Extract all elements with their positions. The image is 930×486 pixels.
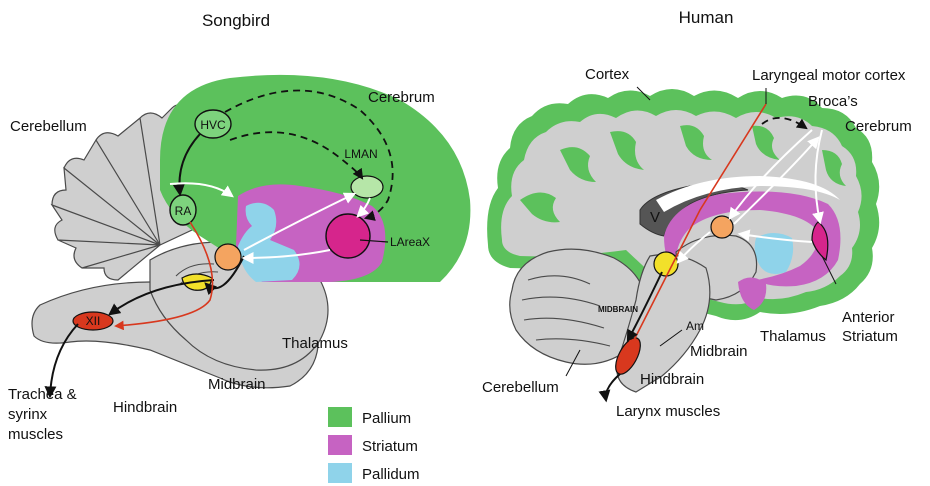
human-ventricle-label: V	[650, 209, 660, 226]
legend-swatch-pallidum	[328, 463, 352, 483]
songbird-hindbrain-label: Hindbrain	[113, 399, 177, 416]
human-cerebrum-label: Cerebrum	[845, 118, 912, 135]
songbird-lareax-label: LAreaX	[390, 235, 430, 249]
songbird-cerebrum-label: Cerebrum	[368, 89, 435, 106]
legend-item-striatum: Striatum	[328, 435, 418, 455]
human-larynx-muscles-label: Larynx muscles	[616, 403, 720, 420]
human-lmc-label: Laryngeal motor cortex	[752, 67, 906, 84]
human-cortex-label: Cortex	[585, 66, 630, 83]
legend-item-pallidum: Pallidum	[328, 463, 420, 483]
songbird-ra-label: RA	[175, 204, 192, 218]
legend-swatch-striatum	[328, 435, 352, 455]
songbird-hvc-label: HVC	[200, 118, 226, 132]
legend: Pallium Striatum Pallidum	[328, 407, 420, 483]
legend-label-pallium: Pallium	[362, 410, 411, 427]
human-anterior-striatum-label-line2: Striatum	[842, 328, 898, 345]
songbird-lareax-nucleus	[326, 214, 370, 258]
songbird-thalamic-nucleus	[215, 244, 241, 270]
human-midbrain-inner-label: MIDBRAIN	[598, 305, 638, 314]
songbird-lman-nucleus	[351, 176, 383, 198]
songbird-cerebellum-label: Cerebellum	[10, 118, 87, 135]
human-midbrain-label: Midbrain	[690, 343, 748, 360]
human-midbrain-nucleus	[654, 252, 678, 276]
songbird-panel: HVC RA LMAN LAreaX XII Songbird Cerebrum…	[8, 11, 470, 443]
songbird-thalamus-label: Thalamus	[282, 335, 348, 352]
human-hindbrain-label: Hindbrain	[640, 371, 704, 388]
human-am-label: Am	[686, 319, 704, 333]
legend-label-pallidum: Pallidum	[362, 466, 420, 483]
legend-item-pallium: Pallium	[328, 407, 411, 427]
human-cerebellum-label: Cerebellum	[482, 379, 559, 396]
songbird-title: Songbird	[202, 11, 270, 30]
human-brocas-label: Broca’s	[808, 93, 858, 110]
songbird-output-label-line2: syrinx	[8, 406, 48, 423]
songbird-xii-label: XII	[86, 314, 101, 328]
legend-swatch-pallium	[328, 407, 352, 427]
human-panel: V MIDBRAIN	[482, 8, 912, 420]
human-anterior-striatum-label-line1: Anterior	[842, 309, 895, 326]
songbird-output-label-line1: Trachea &	[8, 386, 77, 403]
songbird-output-label-line3: muscles	[8, 426, 63, 443]
human-title: Human	[679, 8, 734, 27]
human-thalamus-label: Thalamus	[760, 328, 826, 345]
songbird-lman-label: LMAN	[344, 147, 377, 161]
songbird-midbrain-label: Midbrain	[208, 376, 266, 393]
legend-label-striatum: Striatum	[362, 438, 418, 455]
human-thalamic-nucleus	[711, 216, 733, 238]
